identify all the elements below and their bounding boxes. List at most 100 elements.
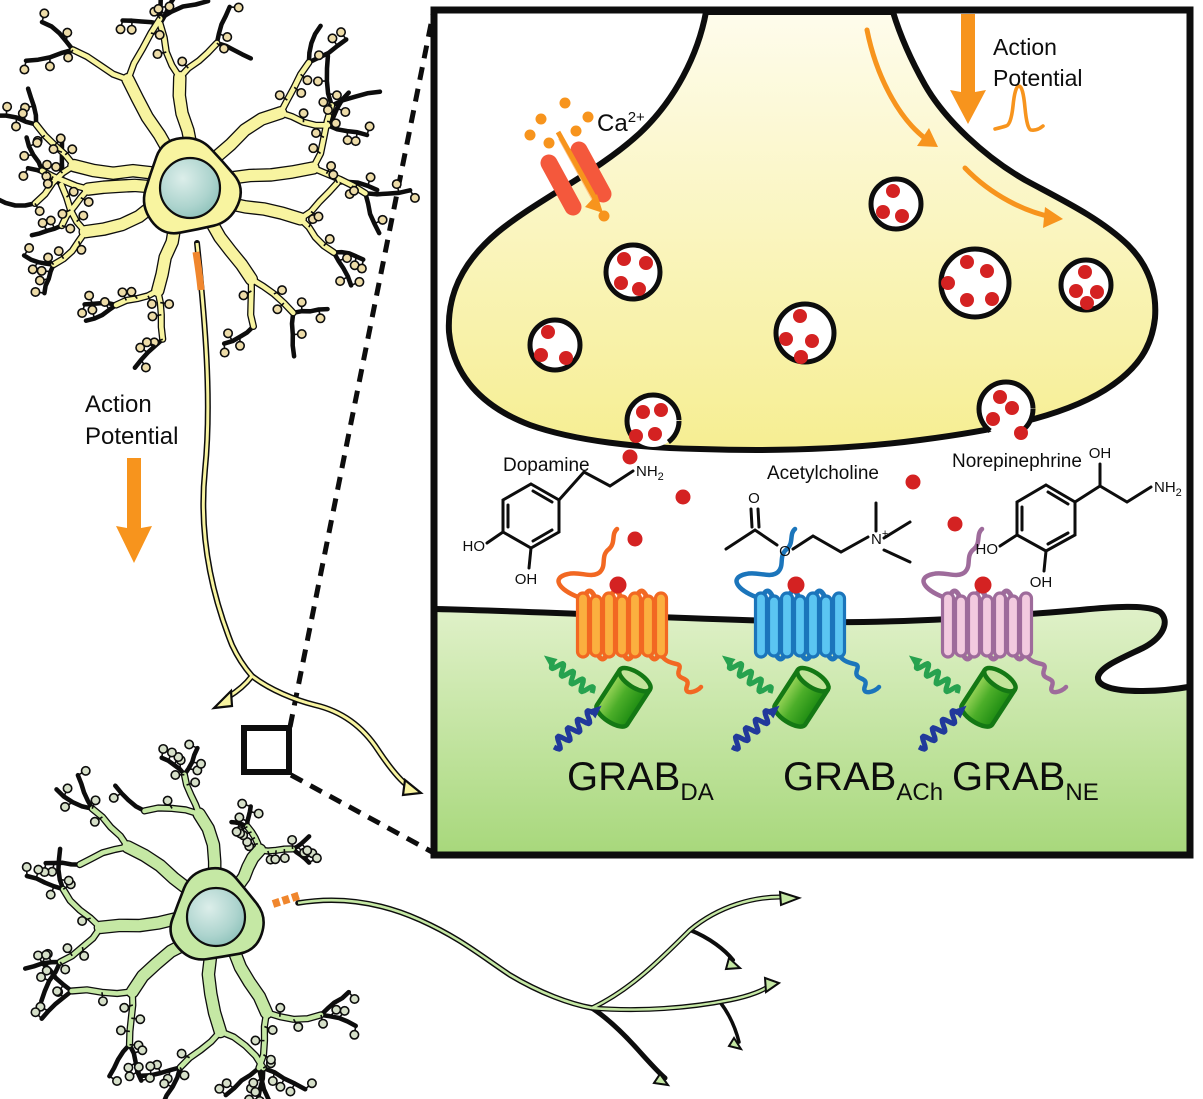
dendrite xyxy=(310,103,335,171)
dendritic-spine xyxy=(124,1071,135,1082)
neurotransmitter-dot xyxy=(614,276,628,290)
dendritic-spine xyxy=(135,342,146,353)
calcium-influx-arrowhead xyxy=(585,194,603,213)
neurotransmitter-dot xyxy=(793,309,807,323)
dendritic-spine xyxy=(17,108,28,119)
receptor-c-terminus xyxy=(1023,652,1069,695)
dendritic-spine xyxy=(48,144,59,155)
dendritic-spine xyxy=(308,143,319,154)
dendrite xyxy=(221,324,256,346)
emission-arrowhead xyxy=(543,655,558,668)
neurotransmitter-dot xyxy=(1014,426,1028,440)
dendritic-spine xyxy=(170,769,181,780)
neurotransmitter-dot xyxy=(960,293,974,307)
dendritic-spine xyxy=(342,253,353,264)
dendrite xyxy=(152,219,181,296)
dendrite xyxy=(94,912,184,933)
dendrite xyxy=(173,72,197,154)
neurotransmitter-dot xyxy=(794,350,808,364)
receptor-helix xyxy=(818,594,834,658)
dendrite xyxy=(232,844,266,891)
neurotransmitter-dot xyxy=(622,449,638,465)
dendritic-spine xyxy=(41,965,52,976)
dendritic-spine xyxy=(219,347,230,358)
receptor-n-terminus xyxy=(556,526,620,600)
neurotransmitter-dot xyxy=(534,348,548,362)
gfp-barrel xyxy=(959,665,1018,729)
curved-flow-arrow xyxy=(864,27,929,142)
dendritic-spine xyxy=(235,340,246,351)
calcium-ion xyxy=(543,137,555,149)
dendrite xyxy=(210,107,287,163)
dendritic-spine xyxy=(30,286,41,297)
calcium-ion xyxy=(559,97,571,109)
dendrite xyxy=(363,191,382,236)
receptor-helix xyxy=(792,594,808,658)
dendrite xyxy=(60,886,103,930)
dendritic-spine xyxy=(123,1062,134,1073)
neurotransmitter-dot xyxy=(960,255,974,269)
postsynaptic-axon xyxy=(271,890,803,1087)
receptor-helix xyxy=(575,591,591,659)
zoom-source-box xyxy=(241,725,292,775)
neurotransmitter-dot xyxy=(779,332,793,346)
dendritic-spine xyxy=(11,121,22,132)
dendritic-spine xyxy=(221,1078,232,1089)
dendrite xyxy=(43,860,83,867)
dendritic-spine xyxy=(97,996,108,1007)
dendritic-spine xyxy=(298,108,309,119)
dendritic-spine xyxy=(270,854,281,865)
dendritic-spine xyxy=(19,150,30,161)
curved-arrowhead xyxy=(917,128,938,147)
dendritic-spine xyxy=(302,75,313,86)
neurotransmitter-dot xyxy=(1005,401,1019,415)
dendritic-spine xyxy=(77,915,88,926)
dopamine-ho-label: HO xyxy=(463,538,486,555)
neurotransmitter-dot xyxy=(941,276,955,290)
dendritic-spine xyxy=(152,49,163,60)
receptor-helix xyxy=(831,591,847,659)
dendritic-spine xyxy=(219,43,230,54)
action-potential-flow xyxy=(864,27,1055,220)
dendrite xyxy=(205,216,257,285)
dendritic-spine xyxy=(340,106,351,117)
calcium-ions xyxy=(524,97,610,222)
dendritic-spine xyxy=(391,179,402,190)
dendrite xyxy=(297,180,340,222)
dopamine-nh2-label: NH2 xyxy=(636,463,664,483)
receptor-helix xyxy=(953,594,969,658)
dendritic-spine xyxy=(52,986,63,997)
neurotransmitter-dot xyxy=(895,209,909,223)
dendritic-spine xyxy=(313,50,324,61)
dendrite xyxy=(127,989,136,1048)
dendritic-spine xyxy=(83,196,94,207)
dendritic-spine xyxy=(354,276,365,287)
dendritic-spine xyxy=(184,739,195,750)
dendritic-spine xyxy=(44,61,55,72)
dendrite xyxy=(278,60,312,116)
neurotransmitter-dot xyxy=(617,252,631,266)
dendritic-spine xyxy=(30,1007,41,1018)
dendritic-spine xyxy=(115,24,126,35)
dendritic-spine xyxy=(318,97,329,108)
axon-terminal-arrowhead xyxy=(763,976,782,994)
dendritic-spine xyxy=(237,798,248,809)
zoom-dashed-line-top xyxy=(287,13,436,728)
dendritic-spine xyxy=(89,816,100,827)
dendritic-spine xyxy=(90,795,101,806)
dendrite xyxy=(120,18,163,27)
dendrite xyxy=(126,937,193,998)
ne-oh-bottom-label: OH xyxy=(1030,574,1053,591)
dendritic-spine xyxy=(145,1061,156,1072)
dendritic-spine xyxy=(111,1076,122,1087)
bound-ligand-dot xyxy=(609,576,627,594)
excitation-arrow-icon xyxy=(917,708,960,752)
dendrite xyxy=(245,804,253,829)
dendritic-spine xyxy=(164,1,175,12)
receptor-helix xyxy=(805,591,821,659)
dendritic-spine xyxy=(42,178,53,189)
dendrite xyxy=(107,1042,132,1079)
nucleus xyxy=(158,156,222,220)
dendrite xyxy=(223,1065,262,1098)
